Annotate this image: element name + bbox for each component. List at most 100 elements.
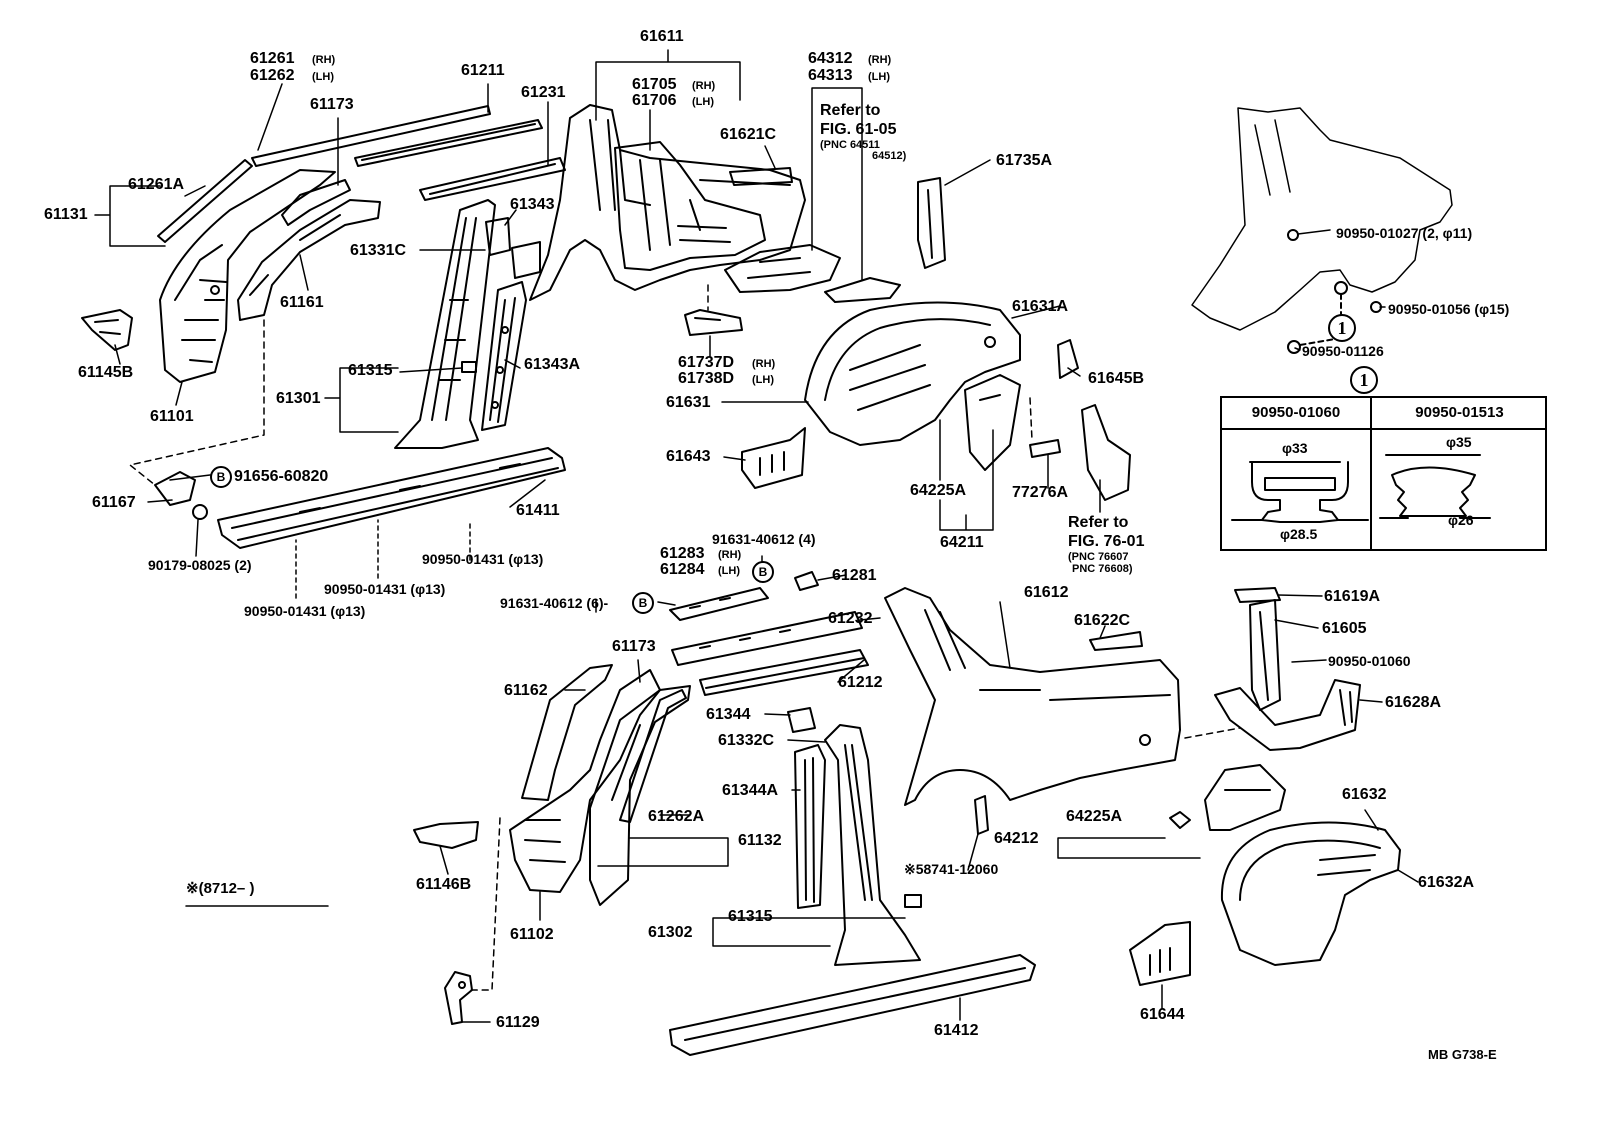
label-61173-lower: 61173 <box>612 638 656 655</box>
label-61212: 61212 <box>838 674 883 691</box>
label-61344a: 61344A <box>722 782 779 799</box>
label-61261: 61261 <box>250 50 295 67</box>
rocker-61412 <box>669 954 1036 1056</box>
detail-view-outline <box>1191 107 1453 331</box>
grommet-section-90950-01060 <box>1231 461 1369 523</box>
label-61262a: 61262A <box>648 808 705 825</box>
label-61631: 61631 <box>666 394 711 411</box>
label-61232: 61232 <box>828 610 873 627</box>
label-61612: 61612 <box>1024 584 1069 601</box>
label-61706: 61706 <box>632 92 677 109</box>
label-61632: 61632 <box>1342 786 1387 803</box>
inner-panel-61705 <box>614 141 766 271</box>
front-pillar-61101 <box>159 169 336 383</box>
label-90950-01126: 90950-01126 <box>1302 343 1384 359</box>
floor-panel-61628a <box>1214 679 1361 751</box>
label-61631a: 61631A <box>1012 298 1069 315</box>
label-61738d: 61738D <box>678 370 735 387</box>
bracket-61129 <box>444 971 473 1025</box>
label-61705: 61705 <box>632 76 677 93</box>
label-64313: 64313 <box>808 67 853 84</box>
label-58741-12060: ※58741-12060 <box>904 861 999 877</box>
label-61284-lh: (LH) <box>718 565 740 577</box>
label-61162: 61162 <box>504 682 548 699</box>
label-61706-lh: (LH) <box>692 96 714 108</box>
label-61605: 61605 <box>1322 620 1367 637</box>
label-refer-to-76-01: Refer to <box>1068 514 1129 531</box>
label-61611: 61611 <box>640 28 684 45</box>
label-61644: 61644 <box>1140 1006 1185 1023</box>
label-61621c: 61621C <box>720 126 777 143</box>
label-61301: 61301 <box>276 390 321 407</box>
label-61161: 61161 <box>280 294 324 311</box>
label-61412: 61412 <box>934 1022 979 1039</box>
label-61132: 61132 <box>738 832 782 849</box>
roof-rail-61211 <box>354 119 543 167</box>
floor-pan-64312 <box>724 244 901 303</box>
label-61315-lower: 61315 <box>728 908 773 925</box>
label-64312: 64312 <box>808 50 853 67</box>
roof-rail-61231 <box>419 157 566 201</box>
label-61738d-lh: (LH) <box>752 374 774 386</box>
panel-61622c <box>1089 631 1143 651</box>
label-64211: 64211 <box>940 534 984 551</box>
illustration-code: MB G738-E <box>1428 1047 1497 1062</box>
label-pnc-76608: PNC 76608) <box>1072 563 1133 575</box>
label-90179-08025: 90179-08025 (2) <box>148 557 252 573</box>
label-61705-rh: (RH) <box>692 80 716 92</box>
label-61102: 61102 <box>510 926 554 943</box>
fastener-b-marker-left: B <box>632 592 654 614</box>
label-90950-01027: 90950-01027 (2, φ11) <box>1336 225 1473 241</box>
quarter-panel-61612 <box>884 587 1181 806</box>
label-61283: 61283 <box>660 545 705 562</box>
label-61167: 61167 <box>92 494 136 511</box>
pillar-61162 <box>521 664 613 801</box>
bracket-61145b <box>81 309 133 351</box>
extension-61631a <box>964 374 1021 471</box>
label-fig-76-01: FIG. 76-01 <box>1068 533 1145 550</box>
label-61145b: 61145B <box>78 364 134 381</box>
label-61101: 61101 <box>150 408 194 425</box>
roof-rail-61232 <box>671 611 863 666</box>
bracket-61281 <box>794 571 819 591</box>
label-pnc-64511: (PNC 64511 <box>820 139 880 151</box>
label-90950-01431-left: 90950-01431 (φ13) <box>244 603 366 619</box>
bracket-61643 <box>741 427 806 489</box>
label-91631-40612-4: 91631-40612 (4) <box>712 531 816 547</box>
label-61281: 61281 <box>832 567 877 584</box>
clip-64225a-2 <box>1169 811 1191 829</box>
label-pnc-64512: 64512) <box>872 150 907 162</box>
label-64225a-lower: 64225A <box>1066 808 1123 825</box>
label-61211: 61211 <box>461 62 505 79</box>
leader-lines <box>94 49 1419 1023</box>
weatherstrip-61262a <box>619 689 687 823</box>
label-61131: 61131 <box>44 206 88 223</box>
label-61411: 61411 <box>516 502 560 519</box>
label-61619a: 61619A <box>1324 588 1381 605</box>
label-90950-01431-right: 90950-01431 (φ13) <box>422 551 544 567</box>
label-90950-01060-lower: 90950-01060 <box>1328 653 1411 669</box>
label-fig-61-05: FIG. 61-05 <box>820 121 897 138</box>
label-90950-01431-middle: 90950-01431 (φ13) <box>324 581 446 597</box>
grommet-table: 90950-01060 90950-01513 φ33 φ28.5 φ35 φ2… <box>1220 396 1547 551</box>
label-77276a: 77276A <box>1012 484 1069 501</box>
label-61261-rh: (RH) <box>312 54 336 66</box>
bracket-61737d <box>684 309 743 336</box>
wheelhouse-61632 <box>1220 821 1401 966</box>
grommet-1-outer-dia: φ33 <box>1282 440 1308 456</box>
label-61332c: 61332C <box>718 732 775 749</box>
label-61146b: 61146B <box>416 876 472 893</box>
label-91631-40612-6: 91631-40612 (6)- <box>500 595 609 611</box>
label-61331c: 61331C <box>350 242 407 259</box>
center-pillar-61301 <box>394 199 496 449</box>
label-64225a-upper: 64225A <box>910 482 967 499</box>
grommet-2-outer-dia: φ35 <box>1446 434 1472 450</box>
center-pillar-61302 <box>824 724 922 966</box>
fastener-b-marker-right: B <box>752 561 774 583</box>
grommet-section-90950-01513 <box>1379 454 1491 519</box>
label-61262: 61262 <box>250 67 295 84</box>
label-91656-60820: 91656-60820 <box>234 468 329 485</box>
label-61737d: 61737D <box>678 354 735 371</box>
note-serial-mark: ※(8712– ) <box>186 880 255 897</box>
